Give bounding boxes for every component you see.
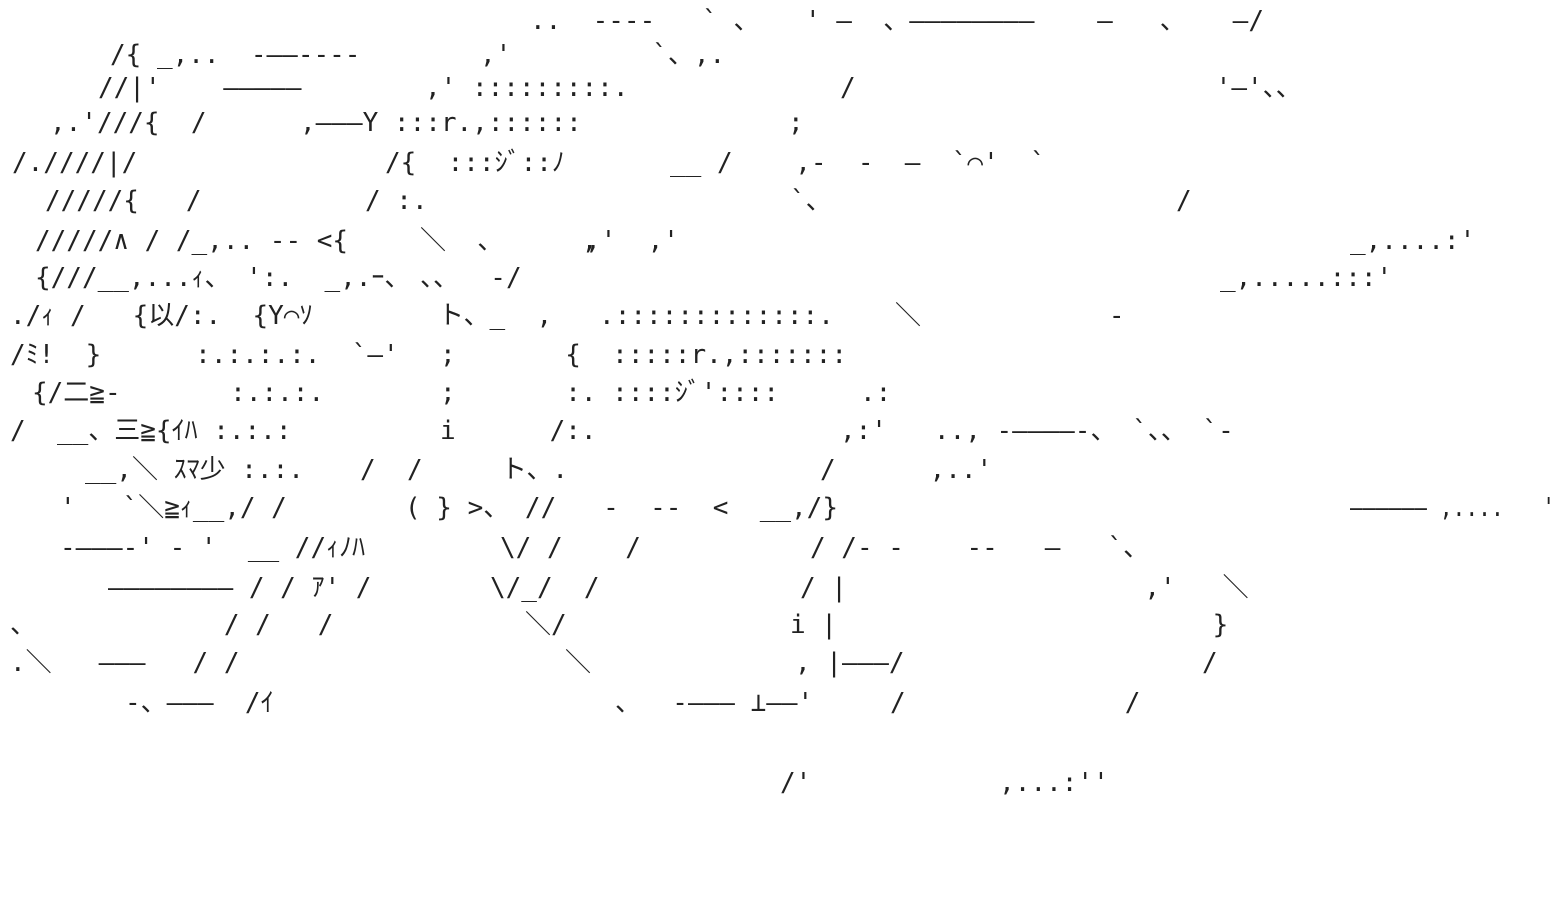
ascii-art-line: , |―――/ / [795,648,1218,678]
ascii-art-line: ' `＼≧ｨ__,/ / [60,493,287,523]
ascii-art-line: ; :. ::::ｼﾞ':::: [440,378,780,408]
ascii-art-line: {///__,...ｨ、 ':. _,.ｰ、 [35,263,411,293]
ascii-art-line: -―――-' ‐ ' __ //ｨﾉﾊ [60,533,366,563]
ascii-art-line: {/二≧- :.:.:. [32,378,325,408]
ascii-art-line: /.////|/ [12,148,138,178]
ascii-art-line: i /:. [440,416,597,446]
ascii-art-line: ( } >、 // ‐ -- < __,/} [405,493,838,523]
ascii-art-line: i | } [790,610,1229,640]
ascii-art-line: /ﾐ! } :.:.:.:. `―' [10,340,399,370]
ascii-art-line: ,' `、,. [480,40,726,70]
ascii-art-line: ,' ,' [585,226,679,256]
ascii-art-line: /{ _,.. -――---- [110,40,361,70]
ascii-art-line: / '―'、、 [840,73,1302,103]
ascii-art-line: / / [890,688,1141,718]
ascii-art-line: ,:' .., -――――-、 `、、 `- [840,416,1234,446]
ascii-art-line: / | ,' ＼ [800,573,1249,603]
ascii-art-line: ./ｨ / {以/:. {Y⌒ｿ [10,301,313,331]
ascii-art-line: \/_/ / [490,573,600,603]
ascii-art-line: `、 / [790,186,1192,216]
ascii-art-line: .＼ ――― / / [10,648,240,678]
ascii-art-line: / :. [365,186,428,216]
ascii-art-line: _,.....:::' [1220,263,1393,293]
ascii-art-line: _,....:' [1350,226,1476,256]
ascii-art-line: ＼ [565,648,592,678]
ascii-art-line: .. ---- ` 、 [530,6,760,36]
ascii-art-line: -、――― /ｲ [125,688,274,718]
ascii-art-line: ' ― 、―――――――― ― 、 ―/ [805,6,1264,36]
ascii-art-line: ; { :::::r.,::::::: [440,340,847,370]
ascii-art-line: / __、三≧{ｲﾊ :.:.: [10,416,292,446]
ascii-art-line: ,' :::::::::. [425,73,629,103]
ascii-art-line: 、、 -/ [420,263,522,293]
ascii-art-line: //|' ――――― [98,73,302,103]
ascii-art-line: ―――――――― / / ｱ' / [108,573,372,603]
ascii-art-line: /' ,...:'' [780,768,1109,798]
ascii-art-line: ＼/ [525,610,567,640]
ascii-art-line: ,.'///{ / [50,108,207,138]
ascii-art-line: ＼ 、 , [420,226,598,256]
ascii-art-line: ト、_ , .:::::::::::::. [438,301,834,331]
ascii-art-line: / ,..' [820,455,993,485]
ascii-art-line: /////∧ / /_,.. -- <{ [35,226,349,256]
ascii-art-line: /{ :::ｼﾞ::ﾉ [385,148,565,178]
ascii-art-line: 、 ‐――― ⊥――' [615,688,814,718]
ascii-art-line: ＼ - [895,301,1125,331]
ascii-art-line: ,―――Y :::r.,:::::: [300,108,582,138]
ascii-art-line: ; [788,108,804,138]
ascii-art-line: \/ / / [500,533,641,563]
ascii-art-line: / / ト、. [360,455,569,485]
ascii-art-line: / /‐ - -- ― `、 [810,533,1150,563]
ascii-art-line: 、 / / / [10,610,334,640]
ascii-art-line: /////{ / [45,186,202,216]
ascii-art-line: .: [860,378,892,408]
ascii-art-line: ―――――― ,.... ' [1350,493,1555,523]
ascii-art-line: __,＼ ｽﾏ少 :.:. [85,455,304,485]
ascii-art-line: __ / ,- - ― `⌒' ` [670,148,1046,178]
